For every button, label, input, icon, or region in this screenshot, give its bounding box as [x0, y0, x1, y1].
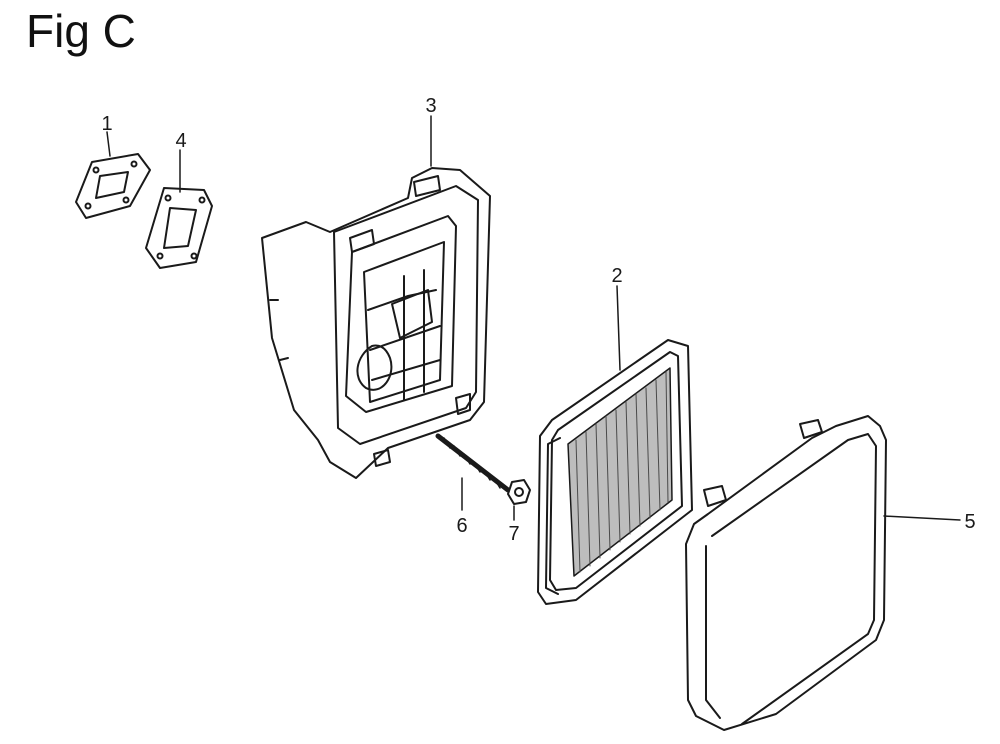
callout-2: 2: [611, 265, 622, 287]
gasket-large: [145, 187, 213, 269]
nut: [507, 479, 531, 505]
air-cleaner-cover: [685, 415, 887, 731]
callout-5: 5: [964, 511, 975, 533]
leader-lines: [106, 115, 961, 521]
air-cleaner-case: [261, 167, 491, 479]
gasket-small: [75, 153, 151, 219]
callout-7: 7: [508, 523, 519, 545]
air-filter-element: [537, 339, 693, 605]
callout-1: 1: [101, 113, 112, 135]
callout-6: 6: [456, 515, 467, 537]
callout-3: 3: [425, 95, 436, 117]
figure-title: Fig C: [26, 5, 136, 57]
callout-4: 4: [175, 130, 186, 152]
stud-bolt: [435, 433, 511, 493]
